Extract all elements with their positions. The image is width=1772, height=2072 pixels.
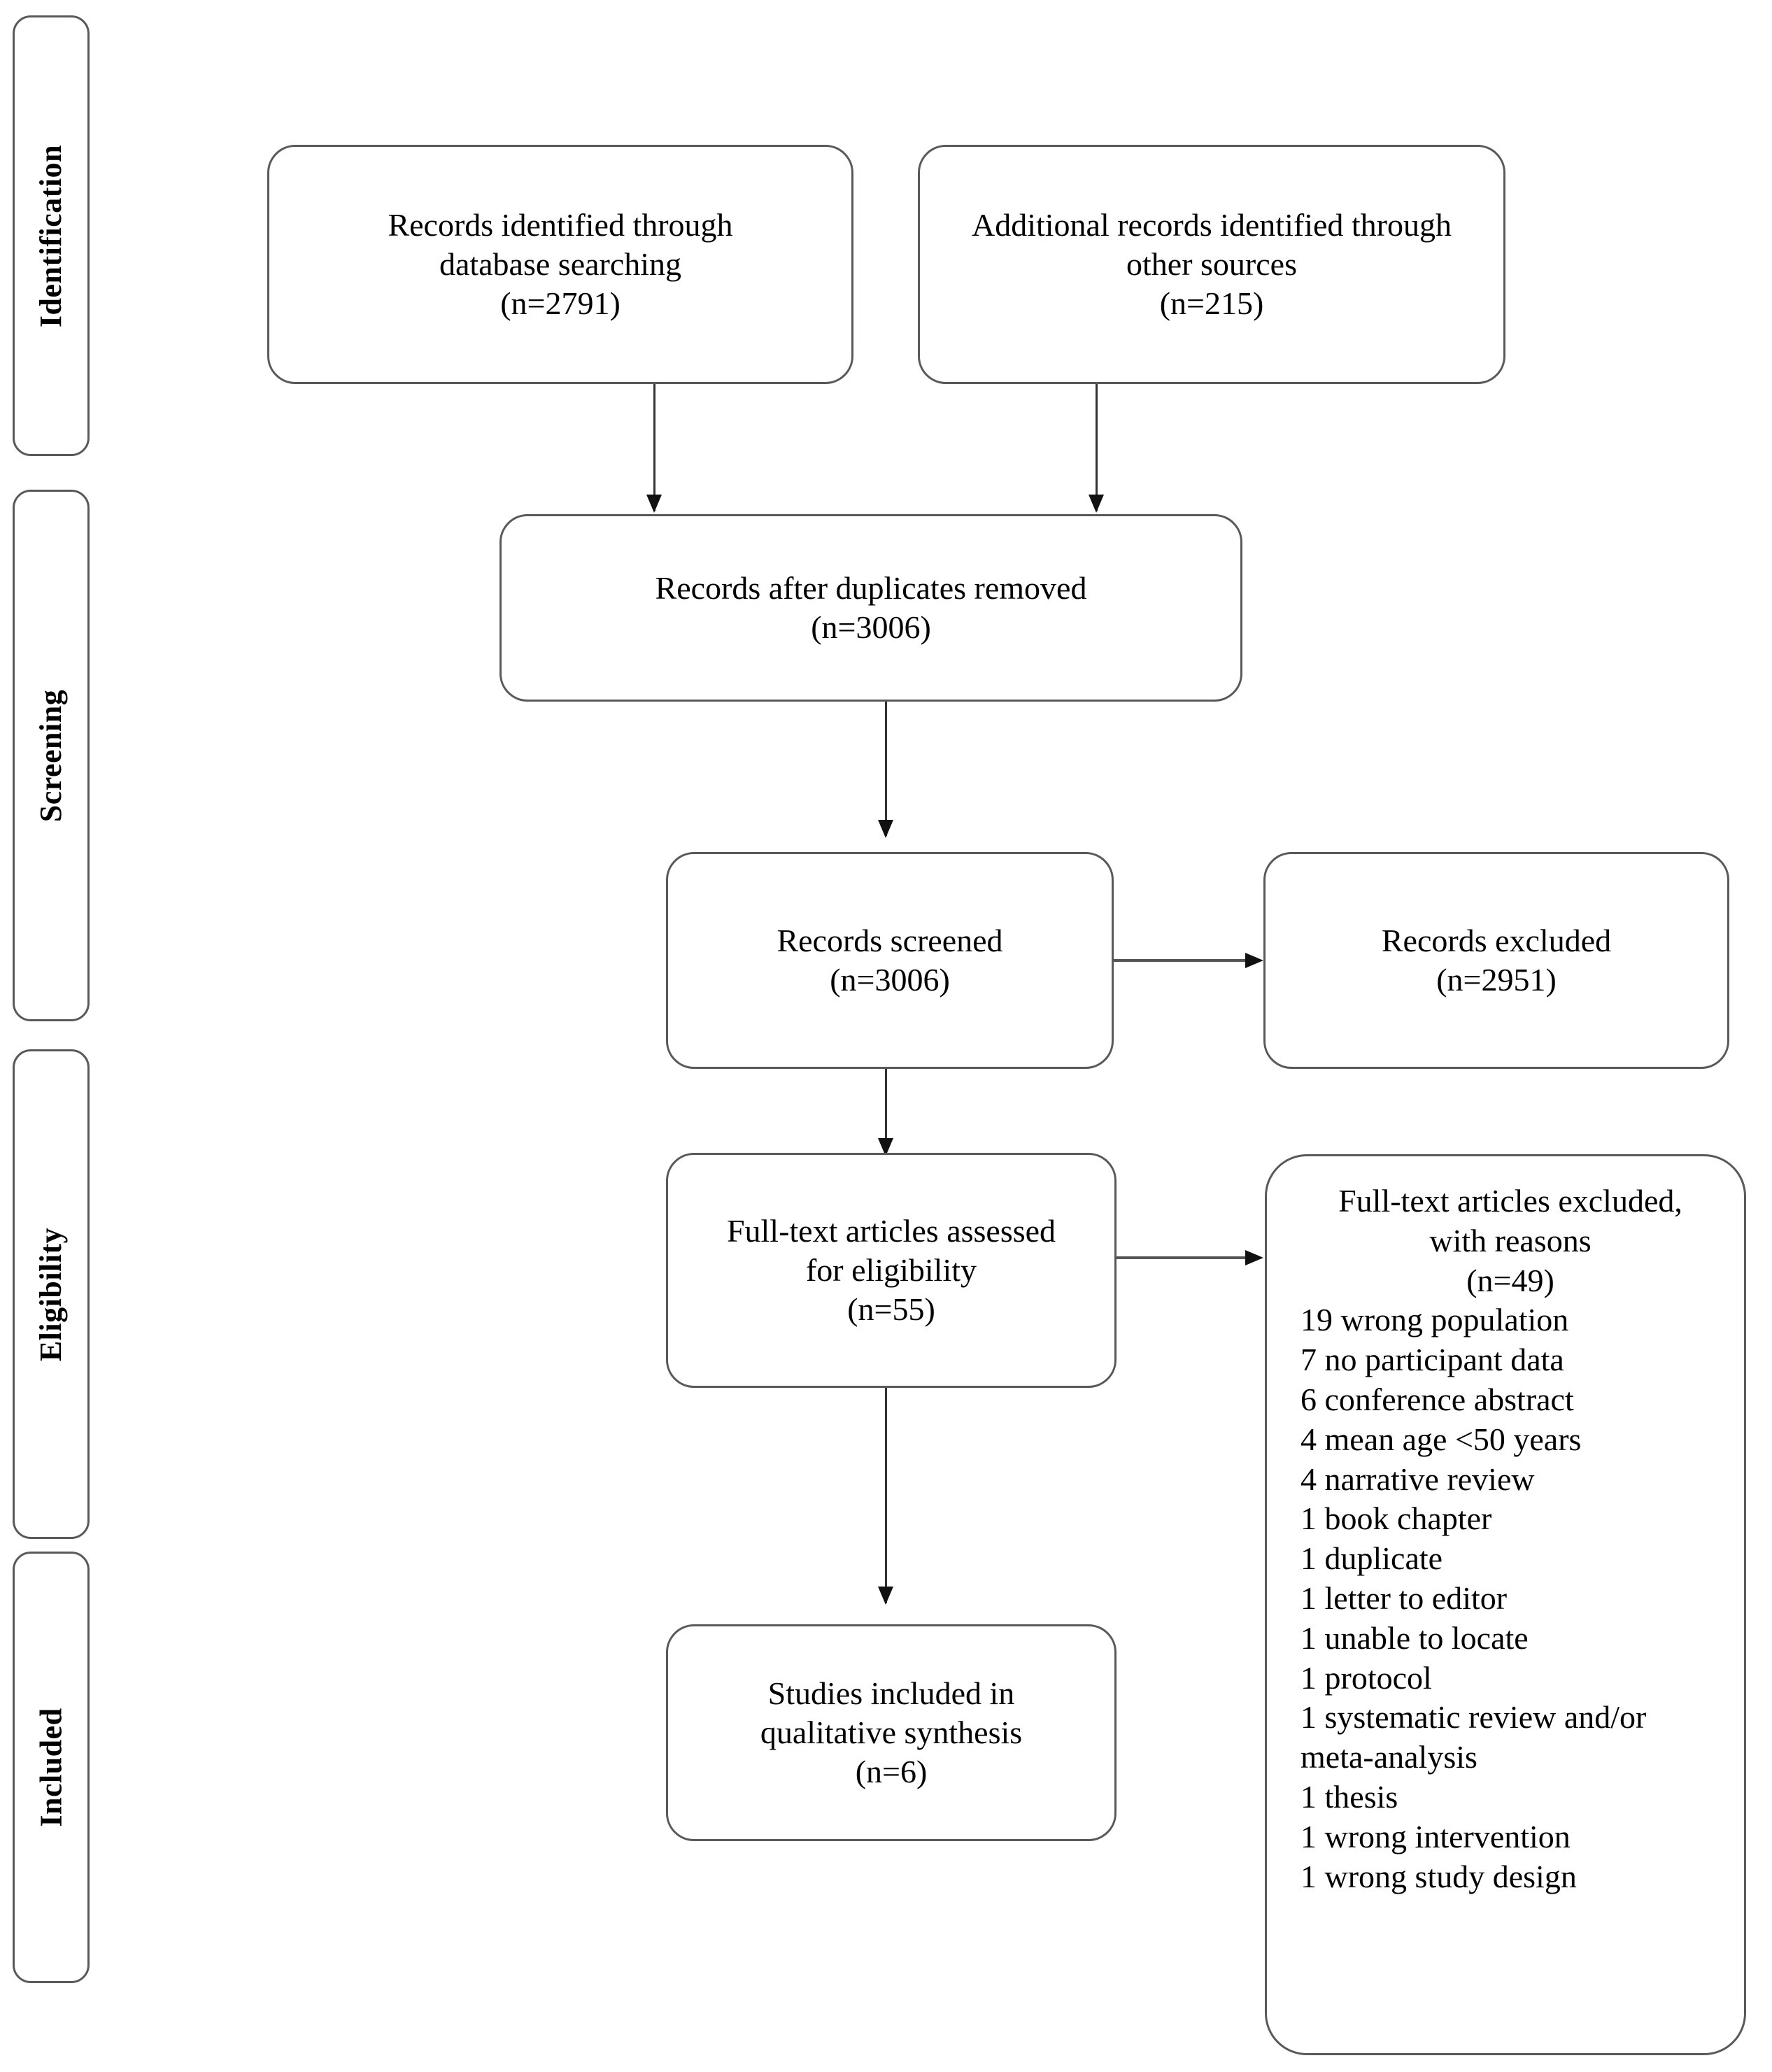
connector-screened-to-excluded [1114, 959, 1247, 962]
exclusion-reason-item: 7 no participant data [1300, 1342, 1564, 1378]
arrowhead-screened-to-fulltext [878, 1138, 893, 1156]
exclusion-reason-item: 1 wrong study design [1300, 1858, 1577, 1894]
box-studies-included: Studies included in qualitative synthesi… [666, 1624, 1117, 1841]
box-records-excluded: Records excluded (n=2951) [1263, 852, 1729, 1069]
box-count: (n=55) [847, 1291, 935, 1328]
box-line: Records after duplicates removed [655, 569, 1087, 606]
box-line: for eligibility [805, 1251, 977, 1288]
arrowhead-other-to-duplicates [1089, 495, 1104, 513]
box-records-screened: Records screened (n=3006) [666, 852, 1114, 1069]
exclusion-reason-item: 1 protocol [1300, 1659, 1432, 1696]
stage-box-included: Included [13, 1552, 90, 1983]
arrowhead-fulltext-to-excluded-reasons [1245, 1250, 1263, 1265]
box-line: Additional records identified through [971, 206, 1452, 243]
stage-box-identification: Identification [13, 15, 90, 456]
stage-box-screening: Screening [13, 490, 90, 1021]
arrowhead-fulltext-to-studies-included [878, 1587, 893, 1605]
stage-label-eligibility: Eligibility [34, 1227, 69, 1361]
box-count: (n=6) [855, 1754, 928, 1790]
arrowhead-database-to-duplicates [646, 495, 662, 513]
exclusion-reason-item: 1 letter to editor [1300, 1580, 1508, 1616]
box-count: (n=2791) [500, 285, 621, 322]
box-count: (n=2951) [1436, 962, 1557, 998]
reasons-header-count: (n=49) [1466, 1262, 1554, 1298]
reasons-header-line: with reasons [1429, 1222, 1592, 1258]
arrowhead-screened-to-excluded [1245, 953, 1263, 968]
box-line: qualitative synthesis [760, 1714, 1023, 1750]
connector-other-to-duplicates [1096, 384, 1098, 511]
reasons-header-line: Full-text articles excluded, [1338, 1183, 1682, 1219]
exclusion-reason-item: 1 book chapter [1300, 1500, 1492, 1537]
exclusion-reason-item: 1 wrong intervention [1300, 1818, 1571, 1854]
exclusion-reason-item: 19 wrong population [1300, 1302, 1569, 1338]
arrowhead-duplicates-to-screened [878, 820, 893, 838]
box-line: Records excluded [1381, 922, 1612, 958]
box-records-identified-other-sources: Additional records identified through ot… [918, 145, 1505, 384]
connector-fulltext-to-excluded-reasons [1117, 1256, 1247, 1259]
stage-box-eligibility: Eligibility [13, 1049, 90, 1539]
exclusion-reason-item: 4 mean age <50 years [1300, 1421, 1582, 1457]
box-records-identified-database: Records identified through database sear… [267, 145, 853, 384]
box-count: (n=3006) [811, 609, 931, 645]
exclusion-reason-item: 1 duplicate [1300, 1540, 1443, 1577]
connector-fulltext-to-studies-included [885, 1388, 887, 1603]
box-line: Records identified through [388, 206, 733, 243]
connector-duplicates-to-screened [885, 702, 887, 836]
exclusion-reason-item: 1 thesis [1300, 1778, 1398, 1815]
box-line: Full-text articles assessed [726, 1212, 1056, 1249]
reasons-header: Full-text articles excluded, with reason… [1300, 1182, 1720, 1300]
box-line: database searching [439, 246, 682, 282]
box-fulltext-articles-assessed: Full-text articles assessed for eligibil… [666, 1153, 1117, 1388]
exclusion-reason-item: 4 narrative review [1300, 1461, 1535, 1497]
exclusion-reason-item: 1 unable to locate [1300, 1619, 1529, 1656]
connector-screened-to-fulltext [885, 1069, 887, 1154]
connector-database-to-duplicates [653, 384, 655, 511]
stage-label-identification: Identification [34, 144, 69, 327]
stage-label-included: Included [34, 1708, 69, 1827]
box-fulltext-articles-excluded-with-reasons: Full-text articles excluded, with reason… [1265, 1154, 1746, 2055]
box-records-after-duplicates-removed: Records after duplicates removed (n=3006… [499, 514, 1242, 702]
exclusion-reason-item: 6 conference abstract [1300, 1381, 1574, 1417]
box-count: (n=3006) [830, 962, 950, 998]
box-line: Studies included in [767, 1675, 1015, 1711]
exclusion-reasons-list: 19 wrong population 7 no participant dat… [1300, 1300, 1720, 1896]
box-count: (n=215) [1159, 285, 1264, 322]
stage-label-screening: Screening [34, 689, 69, 822]
box-line: Records screened [777, 922, 1003, 958]
exclusion-reason-item: 1 systematic review and/or meta-analysis [1300, 1699, 1647, 1775]
box-line: other sources [1126, 246, 1297, 282]
